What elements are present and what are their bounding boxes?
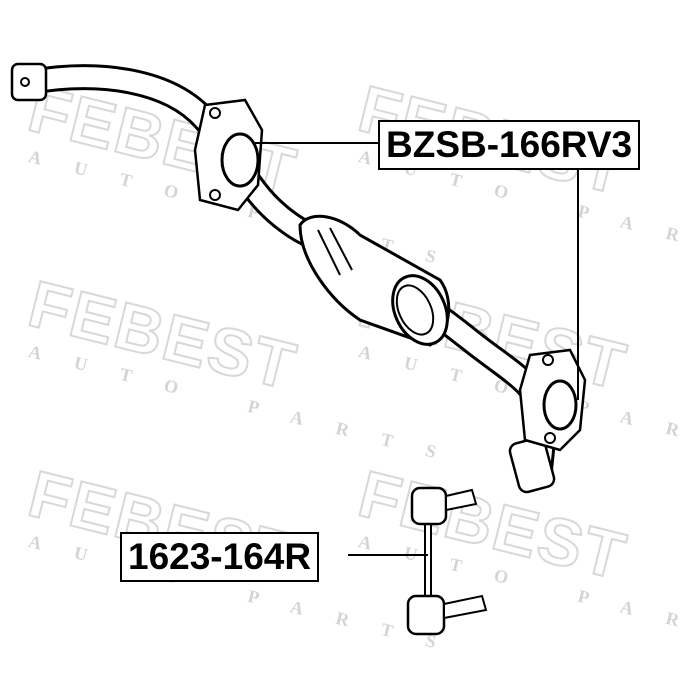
bushing-bracket-right (518, 348, 587, 452)
stabilizer-link (406, 486, 488, 636)
bushing-bracket-left (193, 98, 264, 212)
center-bushing (298, 214, 451, 347)
part-label-bushing: BZSB-166RV3 (378, 120, 641, 170)
part-label-link: 1623-164R (120, 532, 320, 582)
